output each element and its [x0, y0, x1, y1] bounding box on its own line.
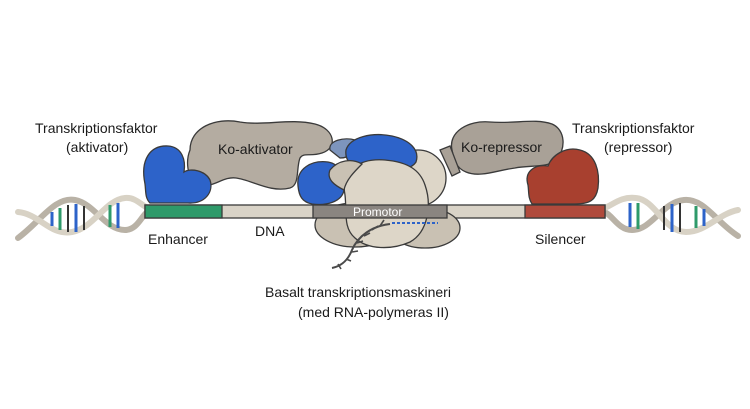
rna-strand-icon: [331, 219, 438, 270]
dna-helix-right-icon: [601, 194, 741, 239]
silencer-region: [524, 204, 606, 219]
silencer-label: Silencer: [535, 231, 586, 247]
activator-shape: [143, 145, 212, 204]
repressor-tf-label-line1: Transkriptionsfaktor: [572, 120, 695, 136]
dna-helix-left-icon: [15, 194, 151, 241]
corepressor-label: Ko-repressor: [461, 139, 542, 155]
repressor-shape: [526, 148, 600, 205]
promoter-label: Promotor: [353, 205, 402, 219]
enhancer-label: Enhancer: [148, 231, 208, 247]
basal-machinery-label-line2: (med RNA-polymeras II): [298, 304, 449, 320]
enhancer-region: [144, 204, 223, 219]
basal-machinery-label-line1: Basalt transkriptionsmaskineri: [265, 284, 451, 300]
activator-tf-label-line2: (aktivator): [66, 139, 128, 155]
promoter-region: [312, 204, 448, 219]
dna-label: DNA: [255, 223, 285, 239]
coactivator-label: Ko-aktivator: [218, 141, 293, 157]
activator-tf-label-line1: Transkriptionsfaktor: [35, 120, 158, 136]
corepressor-link: [439, 145, 461, 177]
repressor-tf-label-line2: (repressor): [604, 139, 672, 155]
